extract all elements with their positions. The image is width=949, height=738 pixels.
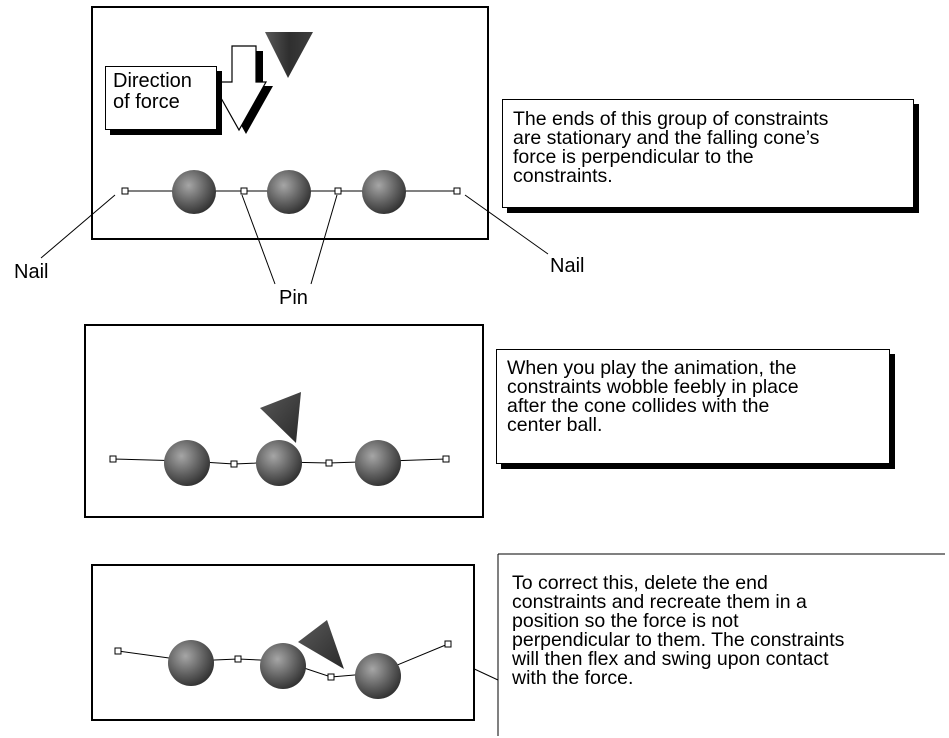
pin-handle-left (240, 187, 248, 195)
callout-wobble: When you play the animation, the constra… (496, 349, 890, 464)
direction-of-force-label: Direction of force (105, 66, 217, 130)
nail-handle-right (453, 187, 461, 195)
nail-handle-right (444, 640, 452, 648)
ball-left (168, 640, 214, 686)
pin-handle-right (334, 187, 342, 195)
nail-label-left: Nail (14, 261, 49, 283)
panel-flexing-constraints (91, 564, 475, 721)
pin-handle-left (234, 655, 242, 663)
ball-center (260, 643, 306, 689)
nail-label-right: Nail (550, 255, 585, 277)
ball-center (267, 170, 311, 214)
ball-right (355, 653, 401, 699)
callout-stationary: The ends of this group of constraints ar… (502, 99, 914, 208)
nail-handle-left (109, 455, 117, 463)
callout-correction: To correct this, delete the end constrai… (512, 572, 845, 689)
ball-left (172, 170, 216, 214)
falling-cone (265, 32, 313, 78)
deflecting-cone (298, 620, 344, 669)
scene-2 (109, 392, 450, 486)
ball-center (256, 440, 302, 486)
pin-handle-right (327, 673, 335, 681)
scene-1 (121, 32, 461, 214)
nail-handle-right (442, 455, 450, 463)
ball-right (362, 170, 406, 214)
scene-3 (114, 620, 452, 699)
pin-label: Pin (279, 287, 308, 309)
direction-arrow (210, 45, 268, 132)
nail-handle-left (121, 187, 129, 195)
ball-left (164, 440, 210, 486)
pin-handle-right (325, 459, 333, 467)
panel-stationary-constraints: Direction of force (91, 6, 489, 240)
pin-handle-left (230, 460, 238, 468)
nail-handle-left (114, 647, 122, 655)
ball-right (355, 440, 401, 486)
tilted-cone (260, 392, 301, 443)
panel-feeble-wobble (84, 324, 484, 518)
